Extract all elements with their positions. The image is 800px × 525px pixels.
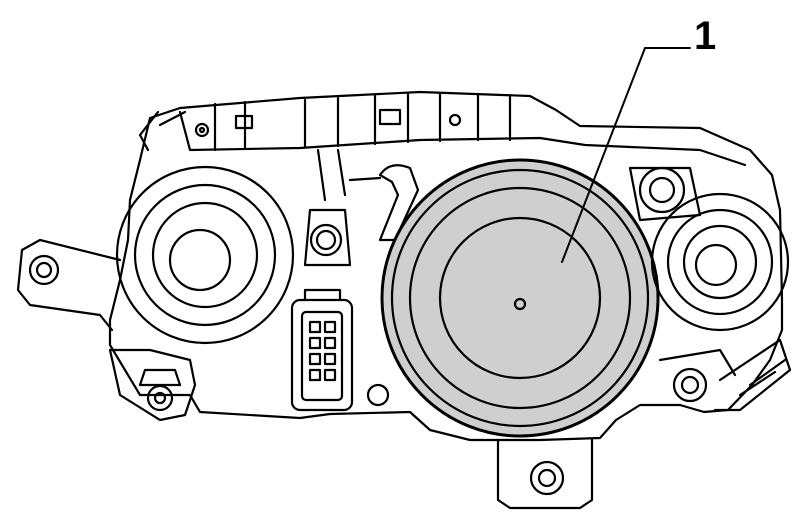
electrical-connector	[290, 298, 354, 412]
top-screw-left	[194, 122, 210, 138]
bottom-mount-bolt	[529, 460, 565, 496]
bottom-left-bracket	[108, 348, 197, 422]
central-adjuster	[309, 223, 343, 257]
left-mount-bracket	[16, 238, 122, 332]
right-lower-bolt	[672, 367, 708, 403]
cover-cap-center	[513, 297, 527, 311]
left-lamp-outer	[115, 165, 295, 345]
right-lower-bracket	[713, 338, 792, 412]
top-screw-mid	[448, 113, 462, 127]
top-rib-frame	[178, 110, 747, 167]
cable-clip	[378, 164, 420, 242]
bottom-left-bolt	[146, 384, 174, 412]
lower-hole	[366, 383, 390, 407]
left-mount-bolt	[28, 254, 60, 286]
bottom-mount-tab	[496, 438, 594, 510]
callout-leader-line	[561, 47, 691, 263]
right-lamp-outer	[650, 192, 790, 332]
right-adjuster	[638, 166, 686, 214]
callout-number-1: 1	[694, 14, 717, 58]
